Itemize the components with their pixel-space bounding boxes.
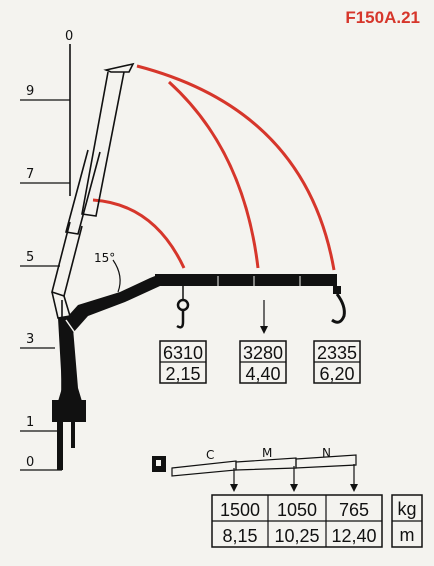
- hook-3: [331, 286, 346, 324]
- extension-arrow-2-head: [290, 484, 298, 492]
- envelope-curve-outer: [136, 64, 336, 271]
- extension-label-m: M: [262, 446, 272, 460]
- lower-load-1-kg: 1500: [220, 500, 260, 520]
- unit-kg: kg: [397, 499, 416, 519]
- extension-label-c: C: [206, 448, 214, 462]
- boom-root: [51, 291, 72, 319]
- scale-label-top: 0: [65, 29, 73, 44]
- hook-2: [260, 300, 268, 334]
- load-2-kg: 3280: [243, 343, 283, 363]
- crane-raised-boom: [51, 62, 135, 319]
- hook-2-arrow-head: [260, 326, 268, 334]
- extension-c: [171, 460, 237, 477]
- load-1-m: 2,15: [165, 364, 200, 384]
- lower-load-3-m: 12,40: [331, 526, 376, 546]
- reach-envelope: [92, 64, 336, 271]
- load-2-m: 4,40: [245, 364, 280, 384]
- crane-horizontal-boom: [52, 274, 337, 470]
- angle-indicator: 15°: [94, 251, 121, 293]
- angle-label: 15°: [94, 251, 115, 265]
- hook-1-ring: [176, 298, 190, 312]
- boom-knuckle: [60, 274, 160, 334]
- hook-3-hook: [331, 293, 346, 324]
- scale-label-7: 7: [26, 167, 34, 182]
- scale-label-5: 5: [26, 250, 34, 265]
- envelope-curve-middle: [167, 80, 260, 269]
- crane-foot-left: [57, 420, 63, 470]
- hook-3-block: [333, 286, 341, 294]
- model-title: F150A.21: [345, 8, 420, 27]
- upper-load-table: 6310 2,15 3280 4,40 2335 6,20: [159, 340, 361, 384]
- extension-n: [295, 454, 357, 469]
- scale-label-1: 1: [26, 415, 34, 430]
- envelope-curve-inner: [92, 198, 186, 269]
- boom-tip-outline: [103, 62, 135, 73]
- boom-middle-section: [64, 149, 101, 235]
- crane-base: [52, 400, 86, 422]
- hook-1: [176, 286, 190, 329]
- angle-arc: [112, 259, 121, 293]
- extension-base-window: [156, 460, 161, 466]
- boom-lower-section: [51, 221, 83, 298]
- hook-1-hook: [176, 311, 185, 329]
- extension-arrow-1-head: [230, 484, 238, 492]
- scale-label-0: 0: [26, 455, 34, 470]
- scale-label-9: 9: [26, 84, 34, 99]
- load-1-kg: 6310: [163, 343, 203, 363]
- extension-diagram: C M N: [152, 446, 358, 492]
- extension-label-n: N: [322, 446, 331, 460]
- boom-upper-section: [81, 71, 125, 217]
- lower-load-2-kg: 1050: [277, 500, 317, 520]
- horizontal-boom: [155, 274, 337, 286]
- column-cylinder-line: [65, 319, 81, 341]
- lower-load-2-m: 10,25: [274, 526, 319, 546]
- load-3-m: 6,20: [319, 364, 354, 384]
- lower-load-3-kg: 765: [339, 500, 369, 520]
- lower-load-table: 1500 8,15 1050 10,25 765 12,40 kg m: [211, 494, 423, 548]
- unit-m: m: [400, 525, 415, 545]
- lower-load-1-m: 8,15: [222, 526, 257, 546]
- crane-foot-right: [71, 420, 75, 448]
- crane-column: [56, 316, 84, 408]
- extension-arrow-3-head: [350, 484, 358, 492]
- scale-label-3: 3: [26, 332, 34, 347]
- load-3-kg: 2335: [317, 343, 357, 363]
